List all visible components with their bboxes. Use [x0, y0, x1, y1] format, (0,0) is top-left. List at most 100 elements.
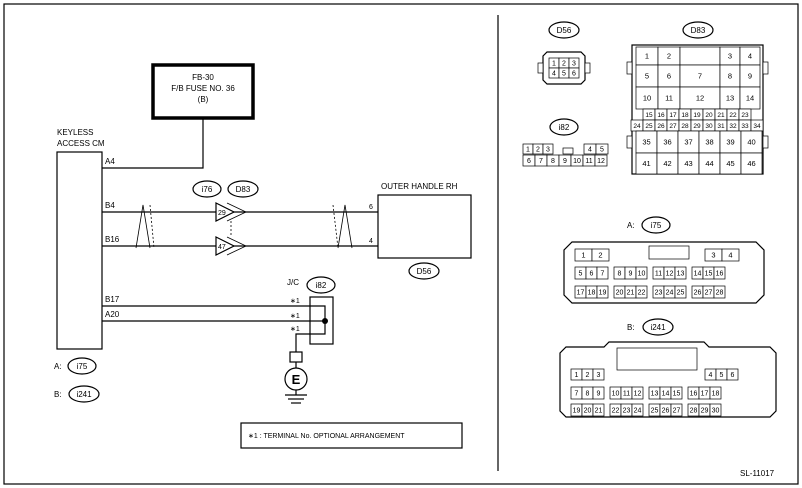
svg-text:24: 24: [634, 408, 642, 415]
d83-pin-41: 41: [635, 152, 658, 175]
d83-pin-26: 26: [654, 119, 668, 132]
i82-pin-12: 12: [594, 154, 608, 167]
d83-pin-8: 8: [719, 64, 741, 88]
svg-text:13: 13: [651, 391, 659, 398]
d56-pin-5: 5: [558, 67, 570, 79]
svg-text:5: 5: [562, 71, 566, 78]
svg-text:6: 6: [527, 158, 531, 165]
svg-text:8: 8: [551, 158, 555, 165]
face-i82-label: i82: [559, 123, 570, 132]
i75-pin-17: 17: [574, 285, 587, 299]
svg-text:2: 2: [598, 251, 602, 260]
svg-text:20: 20: [584, 408, 592, 415]
d83-pin-43: 43: [677, 152, 700, 175]
svg-text:17: 17: [577, 290, 585, 297]
i75-pin-21: 21: [624, 285, 637, 299]
d83-pin-15: 15: [642, 108, 656, 121]
connector-tag-d83: [227, 180, 259, 198]
outer-handle-rh: OUTER HANDLE RH 6 4: [369, 182, 472, 259]
svg-text:12: 12: [666, 271, 674, 278]
i82-pin-8: 8: [546, 154, 560, 167]
tag-a: A:: [54, 362, 62, 371]
note-text: ∗1 : TERMINAL No. OPTIONAL ARRANGEMENT: [248, 433, 405, 440]
i241-pin-18: 18: [709, 386, 722, 400]
i241-pin-27: 27: [670, 403, 683, 417]
splice-pin-29: 29: [218, 210, 226, 217]
jc-pin-star1-b: ∗1: [290, 313, 300, 320]
svg-text:13: 13: [726, 94, 734, 103]
d83-pin-39: 39: [719, 130, 742, 154]
svg-text:28: 28: [690, 408, 698, 415]
handle-pin-6: 6: [369, 204, 373, 211]
i241-pin-4: 4: [704, 368, 717, 381]
face-i75-label: i75: [651, 221, 662, 230]
i241-pin-16: 16: [687, 386, 700, 400]
connector-tag-d56: [408, 262, 440, 280]
i241-pin-13: 13: [648, 386, 661, 400]
svg-text:11: 11: [665, 94, 673, 103]
outer-handle-label: OUTER HANDLE RH: [381, 182, 458, 191]
svg-text:2: 2: [586, 372, 590, 379]
svg-text:22: 22: [638, 290, 646, 297]
svg-text:19: 19: [599, 290, 607, 297]
i241-pin-25: 25: [648, 403, 661, 417]
i75-pin-28: 28: [713, 285, 726, 299]
jc-connector-i82-label: i82: [316, 281, 327, 290]
connector-d83-label: D83: [236, 185, 251, 194]
i75-pin-26: 26: [691, 285, 704, 299]
d83-pin-32: 32: [726, 119, 740, 132]
i82-pin-7: 7: [534, 154, 548, 167]
svg-text:14: 14: [746, 94, 754, 103]
i241-pin-5: 5: [715, 368, 728, 381]
d83-pin-37: 37: [677, 130, 700, 154]
i82-pin-5: 5: [595, 143, 609, 155]
d83-pin-9: 9: [739, 64, 761, 88]
d56-pin-4: 4: [548, 67, 560, 79]
i241-pin-15: 15: [670, 386, 683, 400]
svg-text:6: 6: [667, 72, 671, 81]
d83-pin-27: 27: [666, 119, 680, 132]
svg-text:23: 23: [655, 290, 663, 297]
i75-pin-3: 3: [704, 248, 723, 262]
i75-pin-5: 5: [574, 266, 587, 280]
svg-text:25: 25: [651, 408, 659, 415]
face-tag-d56: [548, 21, 580, 39]
svg-text:25: 25: [645, 123, 653, 130]
svg-text:40: 40: [747, 138, 755, 147]
d83-pin-23: 23: [738, 108, 752, 121]
face-tag-b: B:: [627, 323, 635, 332]
face-tag-a: A:: [627, 221, 635, 230]
i82-pin-10: 10: [570, 154, 584, 167]
i241-pin-19: 19: [570, 403, 583, 417]
d83-pin-2: 2: [657, 46, 681, 66]
svg-text:12: 12: [696, 94, 704, 103]
svg-text:11: 11: [585, 158, 592, 165]
d83-pin-24: 24: [630, 119, 644, 132]
svg-text:6: 6: [572, 71, 576, 78]
i75-pin-24: 24: [663, 285, 676, 299]
svg-text:19: 19: [573, 408, 581, 415]
svg-text:20: 20: [616, 290, 624, 297]
i75-pin-22: 22: [635, 285, 648, 299]
i241-pin-1: 1: [570, 368, 583, 381]
svg-text:34: 34: [753, 123, 761, 130]
i82-key: [562, 147, 574, 155]
svg-text:29: 29: [701, 408, 709, 415]
svg-text:18: 18: [588, 290, 596, 297]
i75-pin-10: 10: [635, 266, 648, 280]
twisted-pair-left: [135, 204, 155, 249]
svg-text:30: 30: [705, 123, 713, 130]
i241-pin-8: 8: [581, 386, 594, 400]
svg-text:12: 12: [634, 391, 642, 398]
i82-pin-2: 2: [532, 143, 544, 155]
d56-pin-6: 6: [568, 67, 580, 79]
note-box: ∗1 : TERMINAL No. OPTIONAL ARRANGEMENT: [240, 422, 463, 449]
svg-text:2: 2: [667, 52, 671, 61]
d83-pin-33: 33: [738, 119, 752, 132]
i241-pin-10: 10: [609, 386, 622, 400]
svg-text:8: 8: [728, 72, 732, 81]
d56-pin-1: 1: [548, 57, 560, 69]
d83-pin-5: 5: [635, 64, 659, 88]
svg-text:7: 7: [575, 391, 579, 398]
